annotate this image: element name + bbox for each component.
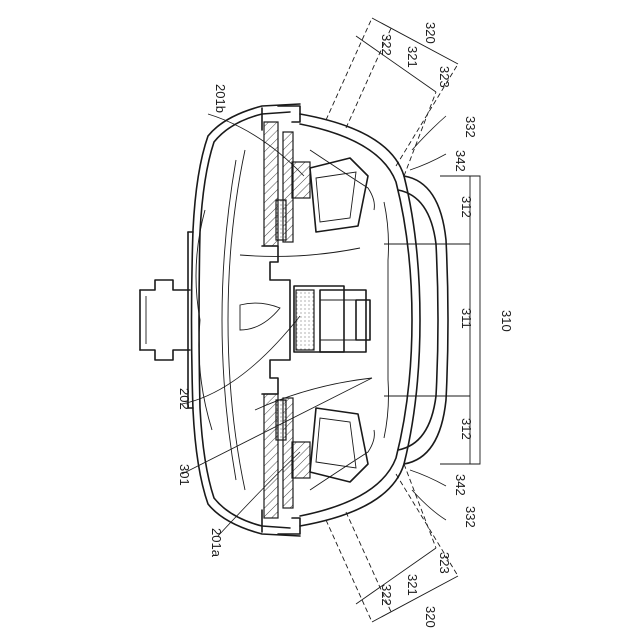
label-310: 310: [499, 310, 514, 332]
label-342-bot: 342: [453, 474, 468, 496]
label-342-top: 342: [453, 150, 468, 172]
label-322-top: 322: [379, 34, 394, 56]
label-201b: 201b: [213, 84, 228, 113]
label-311: 311: [459, 308, 474, 329]
label-320-bot: 320: [423, 606, 438, 628]
label-323-top: 323: [437, 66, 452, 88]
label-320-top: 320: [423, 22, 438, 44]
label-323-bot: 323: [437, 552, 452, 574]
label-312-bot: 312: [459, 418, 474, 440]
label-321-top: 321: [405, 46, 420, 68]
label-312-top: 312: [459, 196, 474, 218]
label-332-bot: 332: [463, 506, 478, 528]
reference-labels: 320 322 321 323 332 342 201b 312 311 310…: [177, 22, 514, 628]
label-201a: 201a: [209, 528, 224, 558]
label-202: 202: [177, 388, 192, 410]
label-321-bot: 321: [405, 574, 420, 596]
label-322-bot: 322: [379, 584, 394, 606]
lower-module: [292, 408, 368, 482]
label-332-top: 332: [463, 116, 478, 138]
center-module: [294, 286, 370, 352]
label-301: 301: [177, 464, 192, 486]
upper-module: [292, 158, 368, 232]
ear-cushion: [300, 114, 448, 526]
nozzle: [140, 280, 190, 360]
